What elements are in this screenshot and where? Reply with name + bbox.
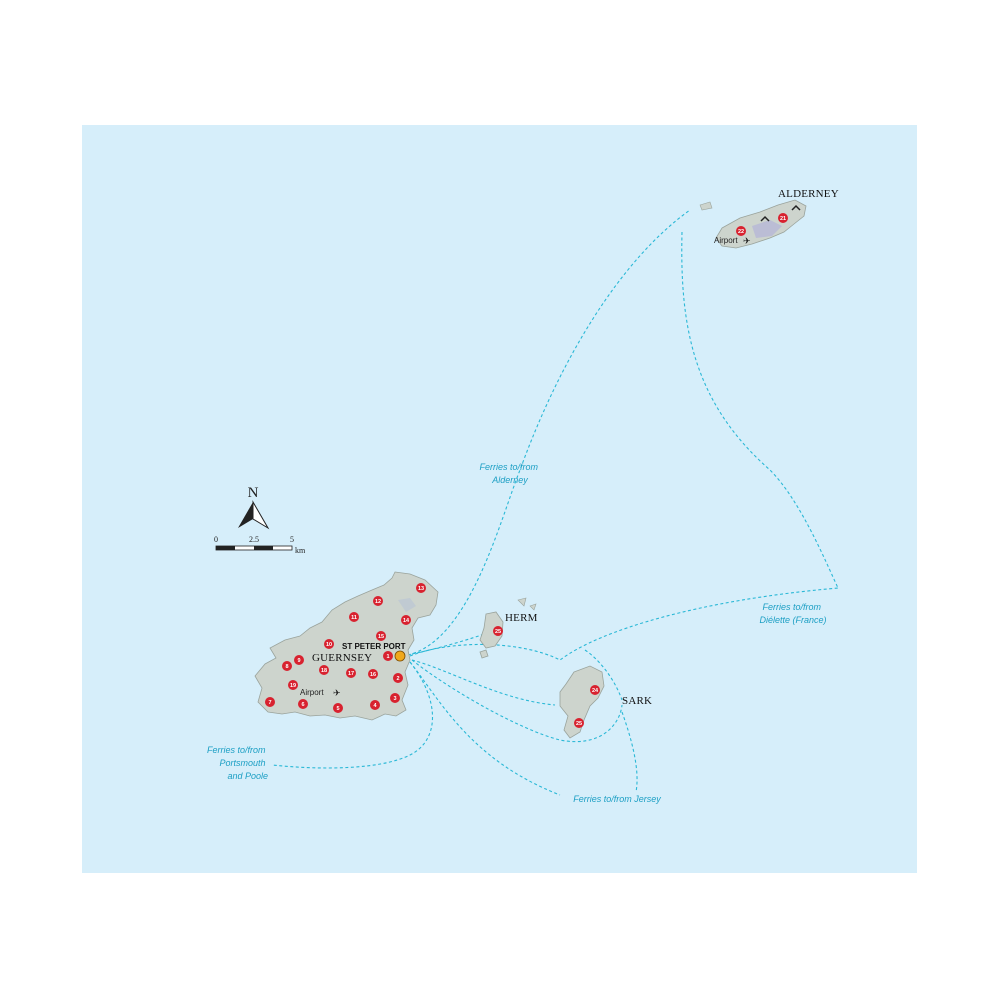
scale-tick-0: 0	[214, 535, 218, 544]
svg-text:12: 12	[375, 599, 381, 605]
svg-text:7: 7	[268, 700, 271, 706]
label-guernsey: GUERNSEY	[312, 652, 372, 664]
pin-19: 19	[288, 680, 298, 690]
pin-3: 3	[390, 693, 400, 703]
pin-6: 6	[298, 699, 308, 709]
north-label: N	[248, 485, 259, 501]
scale-tick-2: 5	[290, 535, 294, 544]
pin-5: 5	[333, 703, 343, 713]
pin-9: 9	[294, 655, 304, 665]
sea	[82, 125, 917, 873]
ferry-label-portsmouth: Ferries to/from Portsmouth and Poole	[207, 745, 268, 781]
route-dielette	[409, 587, 839, 661]
fort-icon	[791, 204, 801, 211]
pin-1: 1	[383, 651, 393, 661]
pin-22: 22	[736, 226, 746, 236]
svg-text:4: 4	[373, 703, 377, 709]
svg-text:9: 9	[297, 658, 300, 664]
airport-icon-guernsey: ✈	[333, 689, 341, 699]
label-sark: SARK	[622, 695, 652, 707]
svg-text:10: 10	[326, 642, 332, 648]
svg-text:11: 11	[351, 615, 357, 621]
svg-text:5: 5	[336, 706, 339, 712]
svg-text:25: 25	[576, 721, 582, 727]
svg-text:16: 16	[370, 672, 376, 678]
alderney-patch	[752, 220, 782, 238]
svg-text:24: 24	[592, 688, 599, 694]
st-peter-port-marker	[394, 650, 406, 662]
pin-12: 12	[373, 596, 383, 606]
herm-island	[479, 611, 504, 649]
airport-icon-alderney: ✈	[743, 237, 751, 247]
svg-text:6: 6	[301, 702, 304, 708]
svg-text:19: 19	[290, 683, 296, 689]
pin-10: 10	[324, 639, 334, 649]
route-portsmouth	[271, 661, 434, 769]
svg-text:1: 1	[386, 654, 389, 660]
pin-25-sark: 25	[574, 718, 584, 728]
svg-text:14: 14	[403, 618, 410, 624]
route-sark-north	[584, 649, 623, 701]
guernsey-ponds	[398, 598, 416, 612]
route-jersey-sark	[621, 711, 638, 793]
svg-text:17: 17	[348, 671, 354, 677]
pin-4: 4	[370, 700, 380, 710]
pin-24: 24	[590, 685, 600, 695]
label-alderney: ALDERNEY	[778, 188, 839, 200]
scale-tick-1: 2.5	[249, 535, 259, 544]
pin-2: 2	[393, 673, 403, 683]
route-jersey	[409, 661, 561, 796]
ferry-label-alderney: Ferries to/from Alderney	[479, 462, 540, 485]
jethou-island	[479, 649, 489, 659]
svg-text:2: 2	[396, 676, 399, 682]
route-sark-a	[411, 659, 623, 743]
north-arrow: N	[238, 485, 270, 530]
ferry-label-jersey: Ferries to/from Jersey	[573, 794, 661, 804]
label-st-peter-port: ST PETER PORT	[342, 642, 406, 651]
compass-arrow-icon	[252, 500, 270, 530]
svg-text:18: 18	[321, 668, 327, 674]
svg-text:3: 3	[393, 696, 396, 702]
ferry-routes	[271, 209, 839, 796]
alderney-rock	[699, 201, 713, 211]
pin-15: 15	[376, 631, 386, 641]
pin-11: 11	[349, 612, 359, 622]
pin-14: 14	[401, 615, 411, 625]
label-airport-alderney: Airport	[714, 236, 738, 245]
fort-icon	[760, 215, 770, 222]
svg-text:21: 21	[780, 216, 786, 222]
scale-unit: km	[295, 546, 306, 555]
svg-text:15: 15	[378, 634, 384, 640]
route-alderney-dielette	[681, 231, 839, 589]
guernsey-island	[254, 571, 439, 721]
svg-text:25: 25	[495, 629, 501, 635]
pin-25-herm: 25	[493, 626, 503, 636]
svg-text:22: 22	[738, 229, 744, 235]
pin-7: 7	[265, 697, 275, 707]
ferry-label-dielette: Ferries to/from Diélette (France)	[759, 602, 826, 625]
pins: 1 2 3 4 5 6 7 8 9 10 11 12 13 14 15 16 1…	[265, 213, 788, 728]
scale-bar: 0 2.5 5 km	[214, 535, 306, 555]
sark-island	[559, 665, 605, 739]
compass-arrow-icon	[238, 502, 253, 528]
pin-13: 13	[416, 583, 426, 593]
svg-text:8: 8	[285, 664, 288, 670]
label-airport-guernsey: Airport	[300, 688, 324, 697]
label-herm: HERM	[505, 612, 538, 624]
pin-16: 16	[368, 669, 378, 679]
pin-8: 8	[282, 661, 292, 671]
pin-21: 21	[778, 213, 788, 223]
pin-17: 17	[346, 668, 356, 678]
svg-text:13: 13	[418, 586, 424, 592]
herm-rocks	[517, 597, 537, 611]
pin-18: 18	[319, 665, 329, 675]
